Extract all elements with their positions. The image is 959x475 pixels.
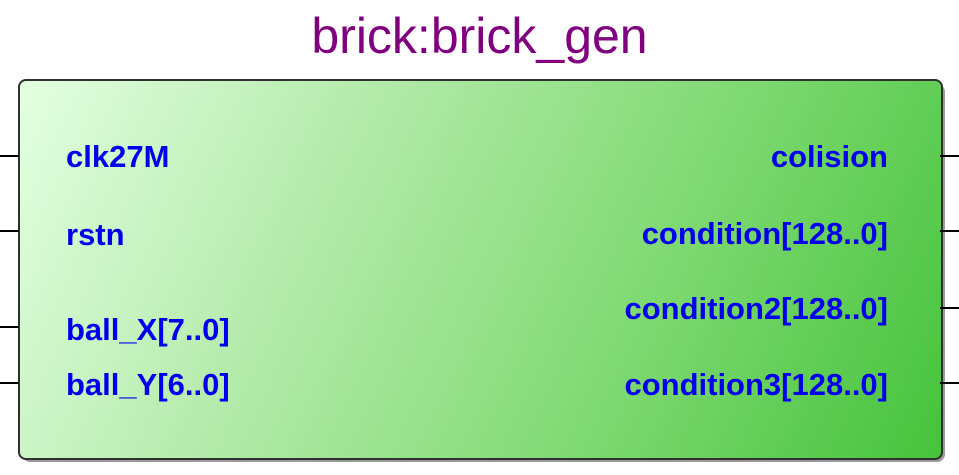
output-wire-condition[interactable] bbox=[940, 230, 959, 232]
output-wire-condition3[interactable] bbox=[940, 382, 959, 384]
output-wire-colision[interactable] bbox=[940, 155, 959, 157]
port-label-rstn: rstn bbox=[66, 217, 125, 252]
port-label-condition3: condition3[128..0] bbox=[624, 367, 888, 402]
block-title: brick:brick_gen bbox=[311, 8, 648, 64]
port-label-condition: condition[128..0] bbox=[641, 216, 888, 251]
brick-gen-block[interactable] bbox=[18, 79, 943, 460]
port-label-ball-x: ball_X[7..0] bbox=[66, 312, 230, 347]
port-label-clk27m: clk27M bbox=[66, 139, 170, 174]
input-wire-rstn[interactable] bbox=[0, 230, 19, 232]
port-label-condition2: condition2[128..0] bbox=[624, 291, 888, 326]
port-label-colision: colision bbox=[770, 139, 888, 174]
input-wire-ball-x[interactable] bbox=[0, 326, 19, 328]
output-wire-condition2[interactable] bbox=[940, 307, 959, 309]
input-wire-ball-y[interactable] bbox=[0, 382, 19, 384]
port-label-ball-y: ball_Y[6..0] bbox=[66, 367, 230, 402]
input-wire-clk27m[interactable] bbox=[0, 155, 19, 157]
